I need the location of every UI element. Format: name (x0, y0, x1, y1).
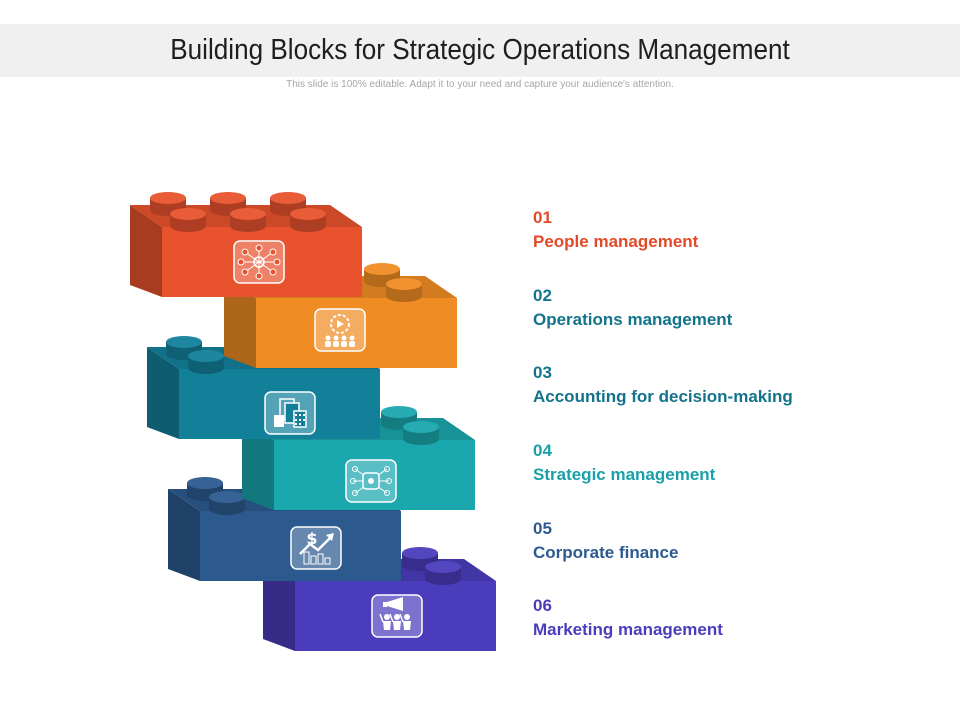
legend-label: Accounting for decision-making (533, 385, 793, 409)
legend-label: People management (533, 230, 698, 254)
svg-text:$: $ (306, 529, 317, 548)
gear-process-people-icon (315, 309, 365, 351)
block-stud (403, 421, 439, 445)
block-stud (425, 561, 461, 585)
block-stud (209, 491, 245, 515)
legend-label: Marketing management (533, 618, 723, 642)
legend-item-4: 04 Strategic management (533, 439, 715, 487)
legend-number: 01 (533, 206, 698, 230)
megaphone-team-icon (372, 595, 422, 637)
legend-number: 06 (533, 594, 723, 618)
legend-item-1: 01 People management (533, 206, 698, 254)
legend-item-6: 06 Marketing management (533, 594, 723, 642)
finance-growth-icon: $ (291, 527, 341, 569)
legend-label: Strategic management (533, 463, 715, 487)
legend-number: 04 (533, 439, 715, 463)
block-stud (170, 208, 206, 232)
strategy-network-icon (346, 460, 396, 502)
legend-number: 03 (533, 361, 793, 385)
block-stud (290, 208, 326, 232)
legend-item-2: 02 Operations management (533, 284, 732, 332)
legend-label: Operations management (533, 308, 732, 332)
legend-label: Corporate finance (533, 541, 678, 565)
legend-number: 05 (533, 517, 678, 541)
legend-item-5: 05 Corporate finance (533, 517, 678, 565)
legend-item-3: 03 Accounting for decision-making (533, 361, 793, 409)
calculator-documents-icon (265, 392, 315, 434)
block-stud (188, 350, 224, 374)
legend-number: 02 (533, 284, 732, 308)
people-network-icon (234, 241, 284, 283)
block-stud (230, 208, 266, 232)
block-stud (386, 278, 422, 302)
